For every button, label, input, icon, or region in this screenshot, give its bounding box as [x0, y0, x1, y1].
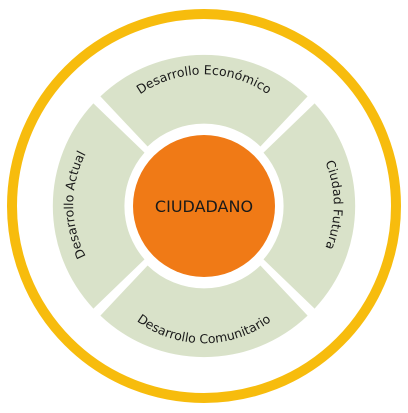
center-label: CIUDADANO: [155, 197, 253, 216]
segment-ring: [52, 54, 356, 358]
segment-desarrollo-comunitario: [100, 265, 308, 358]
segment-desarrollo-actual: [52, 103, 145, 309]
label-ciudad-futura: Ciudad Futura: [322, 158, 345, 252]
segment-desarrollo-economico: [100, 54, 308, 147]
center-circle: [133, 135, 275, 277]
label-ciudad-futura-text: Ciudad Futura: [322, 158, 345, 252]
segment-ciudad-futura: [263, 103, 356, 309]
outer-ring: [7, 9, 401, 403]
